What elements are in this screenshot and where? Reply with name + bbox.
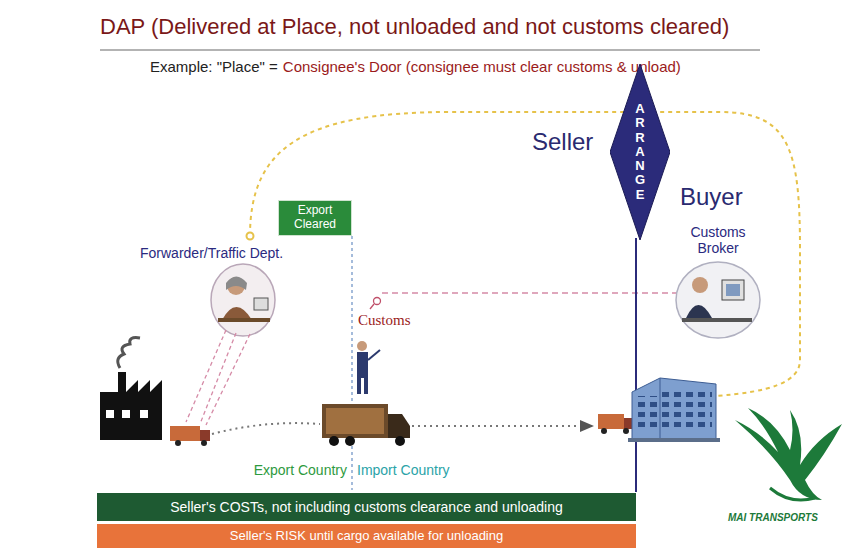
risk-band: Seller's RISK until cargo available for … — [97, 524, 636, 548]
customs-label: Customs — [358, 312, 411, 329]
status-box: Export Cleared — [278, 200, 352, 236]
title-rule — [100, 49, 760, 51]
place-definition: Consignee's Door (consignee must clear c… — [283, 58, 681, 75]
truck — [322, 404, 410, 446]
route — [212, 423, 320, 434]
warehouse — [628, 378, 720, 442]
party-label: Buyer — [680, 183, 743, 211]
forwarder-figure — [211, 264, 275, 336]
party-label: Seller — [532, 128, 593, 156]
forwarder-leaders — [186, 330, 250, 425]
truck — [598, 414, 632, 434]
cost-band: Seller's COSTs, not including customs cl… — [97, 493, 636, 521]
arrange-divider — [635, 238, 637, 492]
border-line — [351, 236, 352, 490]
node-label: Seller's COSTs, not including customs cl… — [170, 499, 563, 515]
watermark: MAI TRANSPORTS — [728, 512, 818, 524]
node-label: Seller's RISK until cargo available for … — [230, 529, 503, 544]
country-label: Import Country — [357, 462, 450, 478]
arrange-diamond: ARRANGE — [610, 64, 670, 240]
arc-end-dot — [247, 233, 254, 240]
customs-broker-figure — [676, 262, 760, 338]
role-label: Customs Broker — [678, 224, 758, 256]
logo-eagle — [735, 408, 842, 500]
node-label: Export Cleared — [282, 204, 348, 232]
route-arrowhead — [580, 420, 594, 432]
truck — [170, 426, 210, 446]
factory — [100, 338, 162, 440]
customs-broker-link — [382, 292, 676, 294]
vertical-label: ARRANGE — [634, 102, 647, 202]
diamond-shape — [610, 64, 670, 240]
role-label: Forwarder/Traffic Dept. — [140, 245, 283, 261]
title: DAP (Delivered at Place, not unloaded an… — [100, 14, 729, 39]
arrangement-arc — [250, 112, 800, 396]
route — [412, 425, 580, 427]
example-text: Example: "Place" = — [150, 58, 278, 75]
country-label: Export Country — [254, 462, 347, 478]
customs-officer — [357, 298, 381, 395]
